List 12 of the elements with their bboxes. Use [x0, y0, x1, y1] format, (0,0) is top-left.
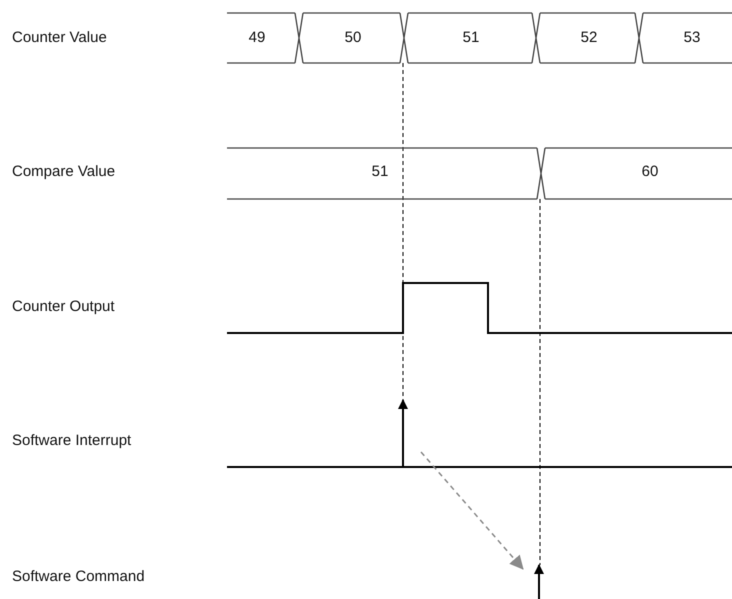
signal-name: Counter Output — [12, 298, 115, 316]
bus-value: 49 — [248, 29, 266, 47]
bus-value: 50 — [344, 29, 362, 47]
bus-value: 51 — [462, 29, 480, 47]
bus-value: 53 — [684, 29, 700, 47]
signal-name: Compare Value — [12, 163, 116, 181]
signal-name: Software Command — [12, 568, 145, 586]
bus-value: 52 — [580, 29, 598, 47]
bus-value: 60 — [642, 163, 658, 181]
signal-name: Software Interrupt — [12, 432, 132, 450]
signal-name: Counter Value — [12, 29, 107, 47]
bus-value: 51 — [372, 163, 388, 181]
